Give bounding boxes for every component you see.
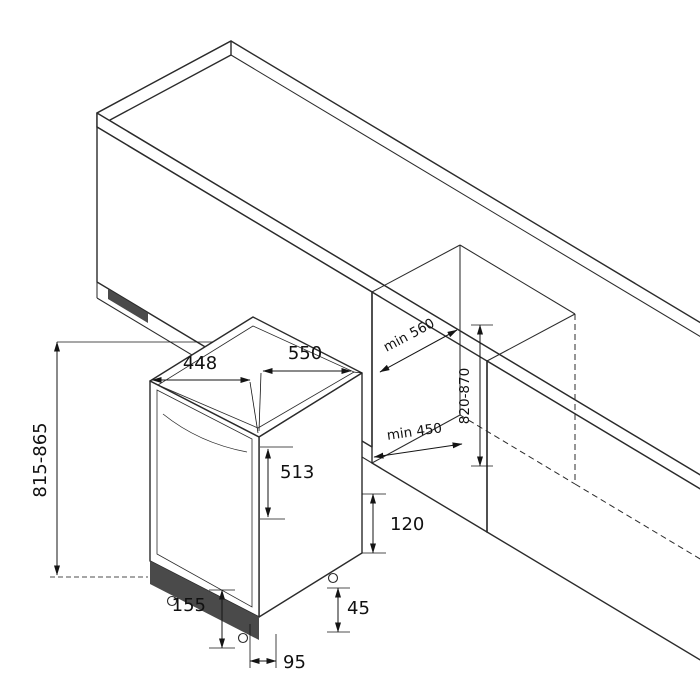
front-left-foot (166, 595, 178, 607)
niche-ceiling-left-edge (371, 244, 461, 293)
dimension-interior-depth: 513 (260, 446, 314, 520)
dishwasher (149, 316, 363, 644)
dim-label-120: 120 (390, 514, 424, 535)
niche (371, 244, 700, 560)
dim-label-appliance-height: 815-865 (30, 422, 51, 497)
counter-back-lower-edge (230, 54, 700, 338)
niche-floor-front-edge (371, 462, 488, 533)
dimension-appliance-depth: 550 (258, 343, 363, 432)
counter-front-edge-strip (96, 112, 700, 490)
dim-label-appliance-depth: 550 (288, 343, 322, 364)
door-handle-curve (162, 413, 248, 453)
dim-label-niche-height: 820-870 (457, 368, 473, 424)
dimension-120: 120 (362, 493, 424, 554)
dim-label-95: 95 (283, 652, 306, 673)
dimension-appliance-width: 448 (151, 353, 259, 434)
dishwasher-door-inset-line (156, 389, 253, 608)
dimensions: 448 550 815-865 513 min 560 min 450 (30, 315, 493, 673)
extension-line (258, 372, 262, 432)
front-right-foot (237, 632, 249, 644)
plinth-line-hidden (574, 483, 700, 560)
niche-ceiling-back-edge (459, 244, 576, 315)
dimension-155: 155 (172, 589, 235, 649)
dim-label-155: 155 (172, 595, 206, 616)
dimension-95: 95 (249, 624, 306, 673)
dishwasher-plinth (150, 561, 259, 640)
cabinet-plinth (108, 289, 148, 323)
dim-line (373, 442, 463, 459)
countertop (96, 40, 700, 490)
dimension-niche-width: min 450 (373, 420, 463, 459)
dimension-niche-height: 820-870 (457, 324, 493, 467)
dimension-45: 45 (327, 587, 370, 633)
dim-line (379, 329, 458, 373)
dim-label-interior-depth: 513 (280, 462, 314, 483)
side-rear-foot (327, 572, 339, 584)
niche-ceiling-right-edge (486, 313, 576, 362)
extension-line (352, 371, 363, 374)
dim-label-appliance-width: 448 (183, 353, 217, 374)
dimension-appliance-height: 815-865 (30, 341, 213, 578)
extension-line (249, 381, 259, 434)
dim-label-45: 45 (347, 598, 370, 619)
dim-label-niche-width: min 450 (386, 420, 443, 444)
